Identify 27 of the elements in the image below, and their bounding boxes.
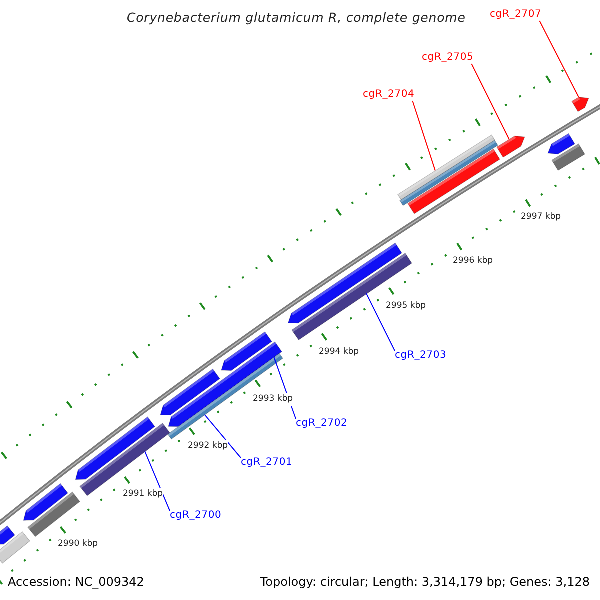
gene-label: cgR_2700 xyxy=(170,510,222,522)
scale-label: 2995 kbp xyxy=(386,300,426,313)
gene-label: cgR_2703 xyxy=(395,350,447,362)
gene-bar xyxy=(398,134,496,200)
leader-line xyxy=(412,100,436,172)
scale-label: 2997 kbp xyxy=(521,211,562,224)
gene-feature xyxy=(572,97,590,112)
leader-line xyxy=(204,414,242,458)
leader-line xyxy=(471,64,510,140)
title: Corynebacterium glutamicum R, complete genome xyxy=(127,9,466,27)
scale-label: 2990 kbp xyxy=(58,538,98,551)
gene-label: cgR_2707 xyxy=(490,9,542,21)
scale-label: 2993 kbp xyxy=(253,393,294,406)
leader-line xyxy=(366,293,396,352)
gene-feature xyxy=(496,136,526,158)
scale-label: 2991 kbp xyxy=(123,488,164,501)
gene-label: cgR_2705 xyxy=(422,52,474,64)
gene-label: cgR_2704 xyxy=(363,89,415,101)
gene-label: cgR_2701 xyxy=(241,457,293,469)
gene-bar xyxy=(292,252,412,341)
scale-label: 2996 kbp xyxy=(453,255,494,268)
gene-label: cgR_2702 xyxy=(296,418,348,430)
leader-line xyxy=(144,451,170,512)
gene-bar xyxy=(80,422,170,496)
scale-label: 2994 kbp xyxy=(319,346,360,359)
scale-label: 2992 kbp xyxy=(188,440,228,453)
leader-line xyxy=(539,20,580,98)
